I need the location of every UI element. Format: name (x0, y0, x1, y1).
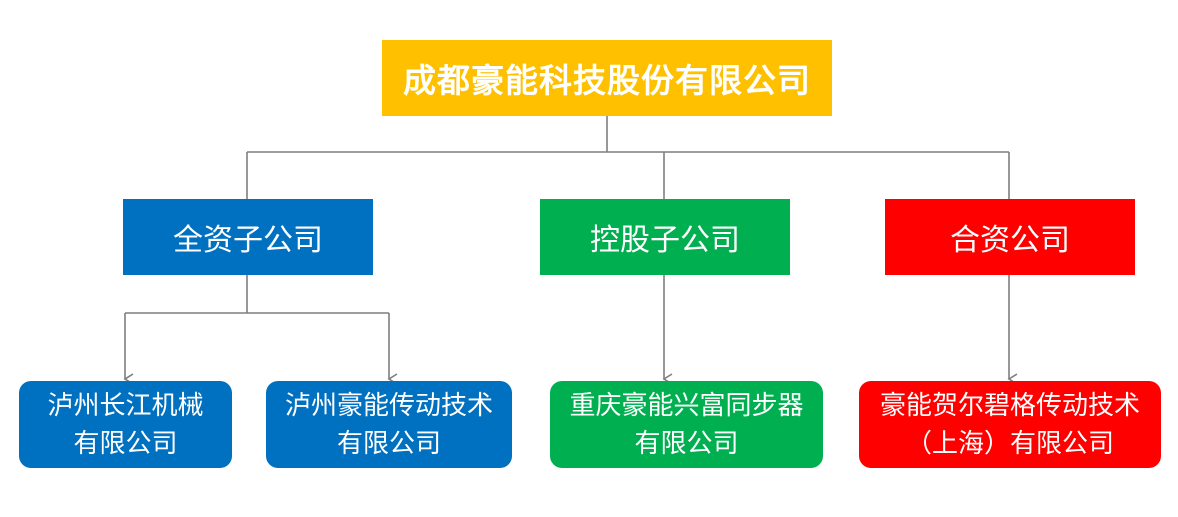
subsidiary-name-line1: 重庆豪能兴富同步器 (569, 390, 804, 421)
subsidiary-name-line1: 豪能贺尔碧格传动技术 (879, 390, 1140, 421)
subsidiary-luzhou-changjiang-box: 泸州长江机械 有限公司 (19, 381, 232, 468)
subsidiary-hoerbiger-jv-box: 豪能贺尔碧格传动技术 （上海）有限公司 (859, 381, 1161, 468)
subsidiary-luzhou-haoneng-box: 泸州豪能传动技术 有限公司 (266, 381, 512, 468)
category-wholly-owned-box: 全资子公司 (123, 199, 373, 275)
subsidiary-name-line2: 有限公司 (634, 428, 739, 459)
subsidiary-name-line2: 有限公司 (336, 428, 441, 459)
subsidiary-name-line2: （上海）有限公司 (905, 428, 1114, 459)
subsidiary-name-line1: 泸州长江机械 (47, 390, 204, 421)
root-company-label: 成都豪能科技股份有限公司 (403, 61, 811, 100)
subsidiary-chongqing-haoneng-box: 重庆豪能兴富同步器 有限公司 (550, 381, 823, 468)
subsidiary-name-line1: 泸州豪能传动技术 (284, 390, 493, 421)
category-joint-venture-box: 合资公司 (885, 199, 1135, 275)
category-holding-box: 控股子公司 (540, 199, 790, 275)
category-holding-label: 控股子公司 (590, 223, 740, 258)
category-wholly-owned-label: 全资子公司 (173, 223, 323, 258)
root-company-box: 成都豪能科技股份有限公司 (382, 40, 832, 116)
category-joint-venture-label: 合资公司 (950, 223, 1070, 258)
subsidiary-name-line2: 有限公司 (73, 428, 178, 459)
